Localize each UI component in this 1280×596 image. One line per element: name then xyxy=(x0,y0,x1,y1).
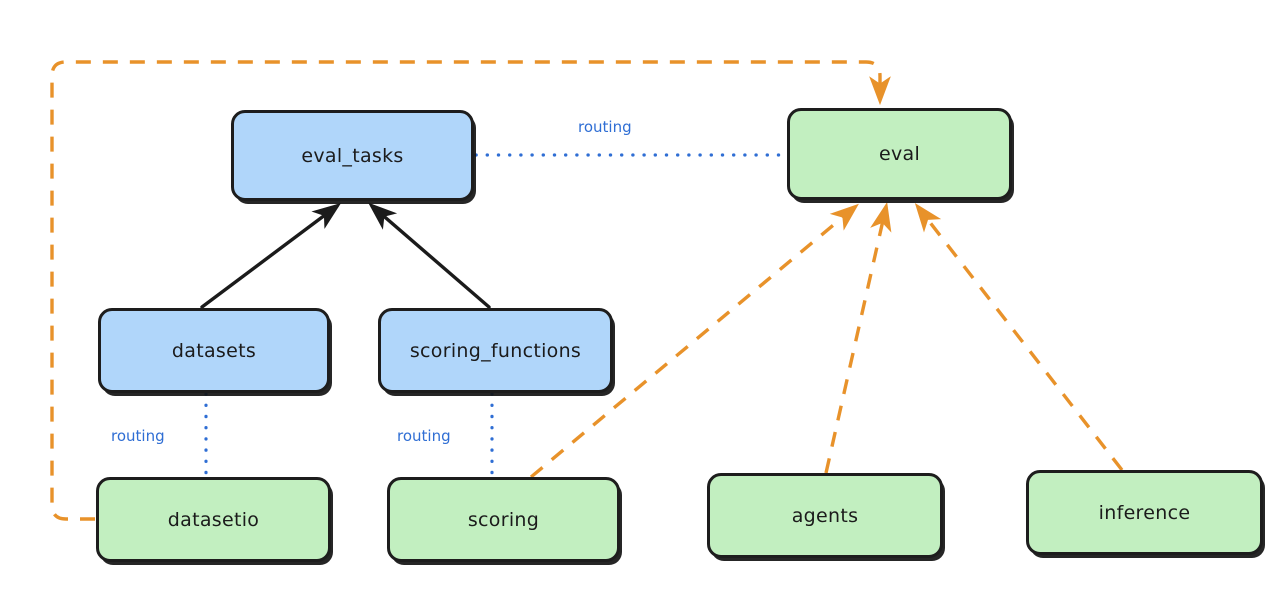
node-label-datasetio: datasetio xyxy=(167,508,260,531)
edge-label-routing-eval-tasks: routing xyxy=(578,118,632,136)
node-datasetio[interactable]: datasetio xyxy=(96,477,331,562)
edge-scoring-to-eval xyxy=(529,203,859,479)
edge-agents-to-eval xyxy=(824,202,892,474)
edge-inference-to-eval xyxy=(914,202,1124,472)
node-label-agents: agents xyxy=(791,504,859,527)
node-eval-tasks[interactable]: eval_tasks xyxy=(231,110,474,201)
edge-datasetio-to-eval xyxy=(50,60,891,521)
node-label-scoring: scoring xyxy=(467,508,540,531)
edge-label-routing-scoring-functions: routing xyxy=(397,427,451,445)
node-datasets[interactable]: datasets xyxy=(98,308,330,393)
edge-datasets-to-eval-tasks xyxy=(200,202,342,309)
node-inference[interactable]: inference xyxy=(1026,470,1263,555)
node-label-inference: inference xyxy=(1098,501,1191,524)
node-scoring-functions[interactable]: scoring_functions xyxy=(378,308,613,393)
node-label-eval: eval xyxy=(878,143,921,165)
node-agents[interactable]: agents xyxy=(707,473,943,558)
edge-scoring-functions-to-eval-tasks xyxy=(368,202,491,309)
node-label-eval-tasks: eval_tasks xyxy=(301,144,404,167)
node-scoring[interactable]: scoring xyxy=(387,477,620,562)
node-label-datasets: datasets xyxy=(171,339,257,362)
node-label-scoring-functions: scoring_functions xyxy=(409,339,582,362)
node-eval[interactable]: eval xyxy=(787,108,1012,200)
edge-label-routing-datasets: routing xyxy=(111,427,165,445)
